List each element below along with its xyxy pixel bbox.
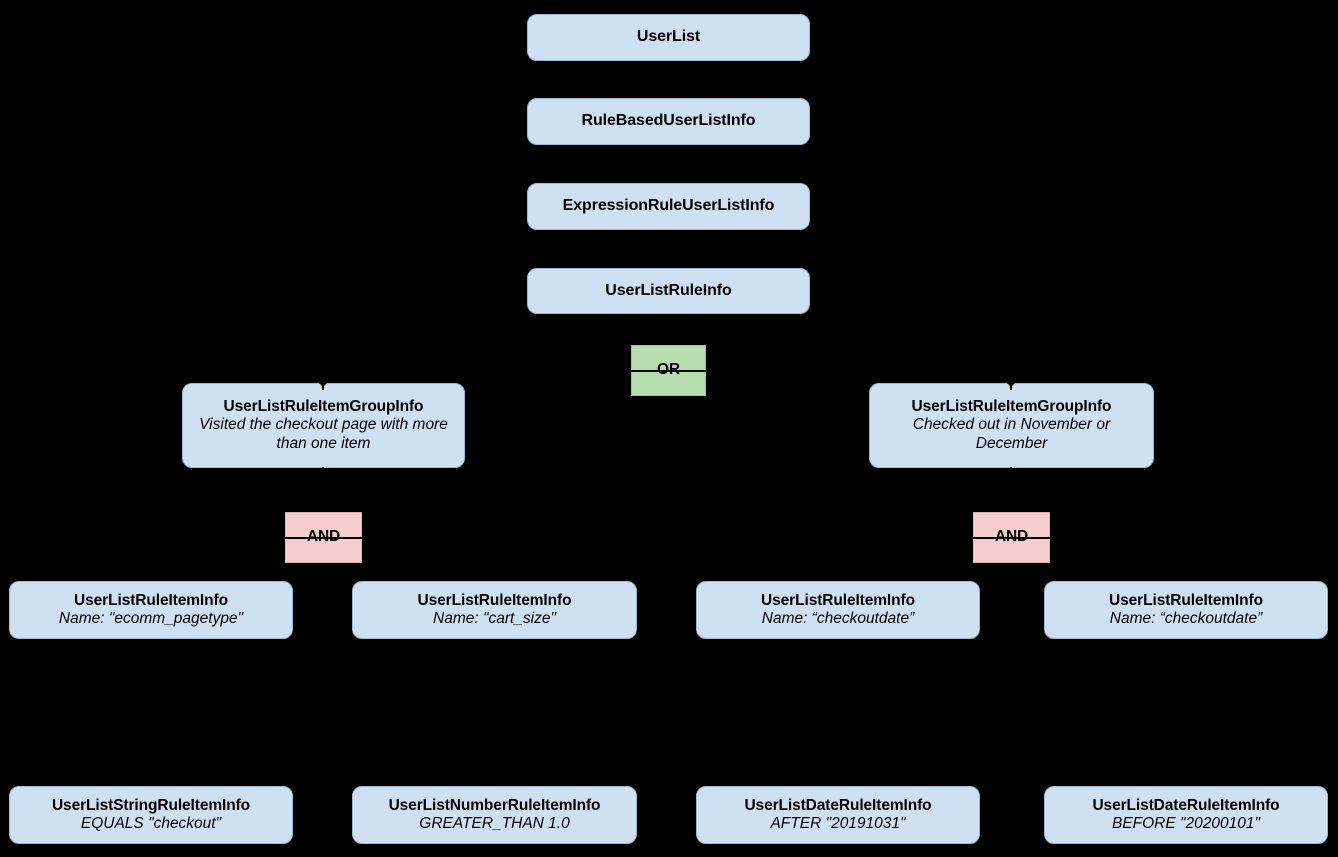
- node-title: UserListRuleItemGroupInfo: [223, 397, 424, 415]
- node-subtitle: GREATER_THAN 1.0: [419, 814, 570, 832]
- edge-expression-to-userlistrule: [668, 230, 670, 268]
- node-rulebaseduserlistinfo[interactable]: RuleBasedUserListInfo: [527, 98, 810, 145]
- node-rule-item-group-right[interactable]: UserListRuleItemGroupInfo Checked out in…: [869, 383, 1154, 468]
- node-subtitle: Name: "ecomm_pagetype": [58, 609, 244, 627]
- node-title: UserListRuleItemGroupInfo: [911, 397, 1112, 415]
- node-rule-item-checkoutdate-after[interactable]: UserListRuleItemInfo Name: “checkoutdate…: [696, 581, 980, 639]
- edge-right-group-to-and: [1010, 467, 1012, 511]
- node-rule-item-group-left[interactable]: UserListRuleItemGroupInfo Visited the ch…: [182, 383, 465, 468]
- node-subtitle: Checked out in November or December: [912, 415, 1111, 452]
- edge-left-group-to-and: [322, 467, 324, 511]
- edge-userlist-to-rulebased: [668, 61, 670, 98]
- edge-userlistrule-to-or: [668, 314, 670, 345]
- node-subtitle: Visited the checkout page with more than…: [199, 415, 448, 452]
- node-subtitle: Name: “checkoutdate”: [761, 609, 915, 627]
- node-title: UserListNumberRuleItemInfo: [388, 796, 601, 814]
- node-title: UserListRuleItemInfo: [761, 591, 915, 609]
- node-rule-item-ecomm-pagetype[interactable]: UserListRuleItemInfo Name: "ecomm_pagety…: [9, 581, 293, 639]
- operator-label: AND: [306, 528, 341, 546]
- node-userlist[interactable]: UserList: [527, 14, 810, 61]
- node-title: UserListRuleItemInfo: [74, 591, 228, 609]
- node-title: UserListDateRuleItemInfo: [1092, 796, 1280, 814]
- node-userlistruleinfo[interactable]: UserListRuleInfo: [527, 268, 810, 314]
- node-title: ExpressionRuleUserListInfo: [562, 197, 775, 215]
- operator-label: OR: [656, 361, 681, 379]
- arrowhead-icon-left-group: [310, 374, 336, 387]
- edge-ruleitem-to-leaf-1: [150, 639, 152, 786]
- operator-label: AND: [994, 528, 1029, 546]
- edge-and-right-drop-2: [1185, 537, 1187, 581]
- node-title: RuleBasedUserListInfo: [581, 112, 756, 130]
- node-date-rule-item-after[interactable]: UserListDateRuleItemInfo AFTER "20191031…: [696, 786, 980, 844]
- node-title: UserList: [636, 28, 701, 46]
- edge-and-left-drop-1: [150, 537, 152, 581]
- node-string-rule-item-equals-checkout[interactable]: UserListStringRuleItemInfo EQUALS "check…: [9, 786, 293, 844]
- node-subtitle: Name: "cart_size": [433, 609, 556, 627]
- edge-or-to-left-group: [323, 370, 669, 372]
- edge-and-right-drop-1: [837, 537, 839, 581]
- edge-and-left-drop-2: [494, 537, 496, 581]
- node-subtitle: Name: “checkoutdate”: [1109, 609, 1263, 627]
- node-rule-item-cart-size[interactable]: UserListRuleItemInfo Name: "cart_size": [352, 581, 637, 639]
- edge-and-right-span: [838, 537, 1186, 539]
- edge-and-left-span: [151, 537, 496, 539]
- edge-ruleitem-to-leaf-3: [837, 639, 839, 786]
- node-title: UserListDateRuleItemInfo: [744, 796, 932, 814]
- node-title: UserListStringRuleItemInfo: [51, 796, 251, 814]
- node-subtitle: BEFORE "20200101": [1111, 814, 1260, 832]
- edge-ruleitem-to-leaf-4: [1185, 639, 1187, 786]
- edge-rulebased-to-expression: [668, 145, 670, 183]
- node-title: UserListRuleItemInfo: [417, 591, 572, 609]
- arrowhead-icon-right-group: [998, 374, 1024, 387]
- edge-ruleitem-to-leaf-2: [494, 639, 496, 786]
- node-subtitle: EQUALS "checkout": [80, 814, 222, 832]
- node-number-rule-item-greater-than[interactable]: UserListNumberRuleItemInfo GREATER_THAN …: [352, 786, 637, 844]
- node-date-rule-item-before[interactable]: UserListDateRuleItemInfo BEFORE "2020010…: [1044, 786, 1328, 844]
- node-rule-item-checkoutdate-before[interactable]: UserListRuleItemInfo Name: “checkoutdate…: [1044, 581, 1328, 639]
- edge-or-to-right-group: [668, 370, 1012, 372]
- node-expressionruleuserlistinfo[interactable]: ExpressionRuleUserListInfo: [527, 183, 810, 230]
- node-subtitle: AFTER "20191031": [770, 814, 906, 832]
- node-title: UserListRuleInfo: [605, 281, 732, 299]
- node-title: UserListRuleItemInfo: [1109, 591, 1263, 609]
